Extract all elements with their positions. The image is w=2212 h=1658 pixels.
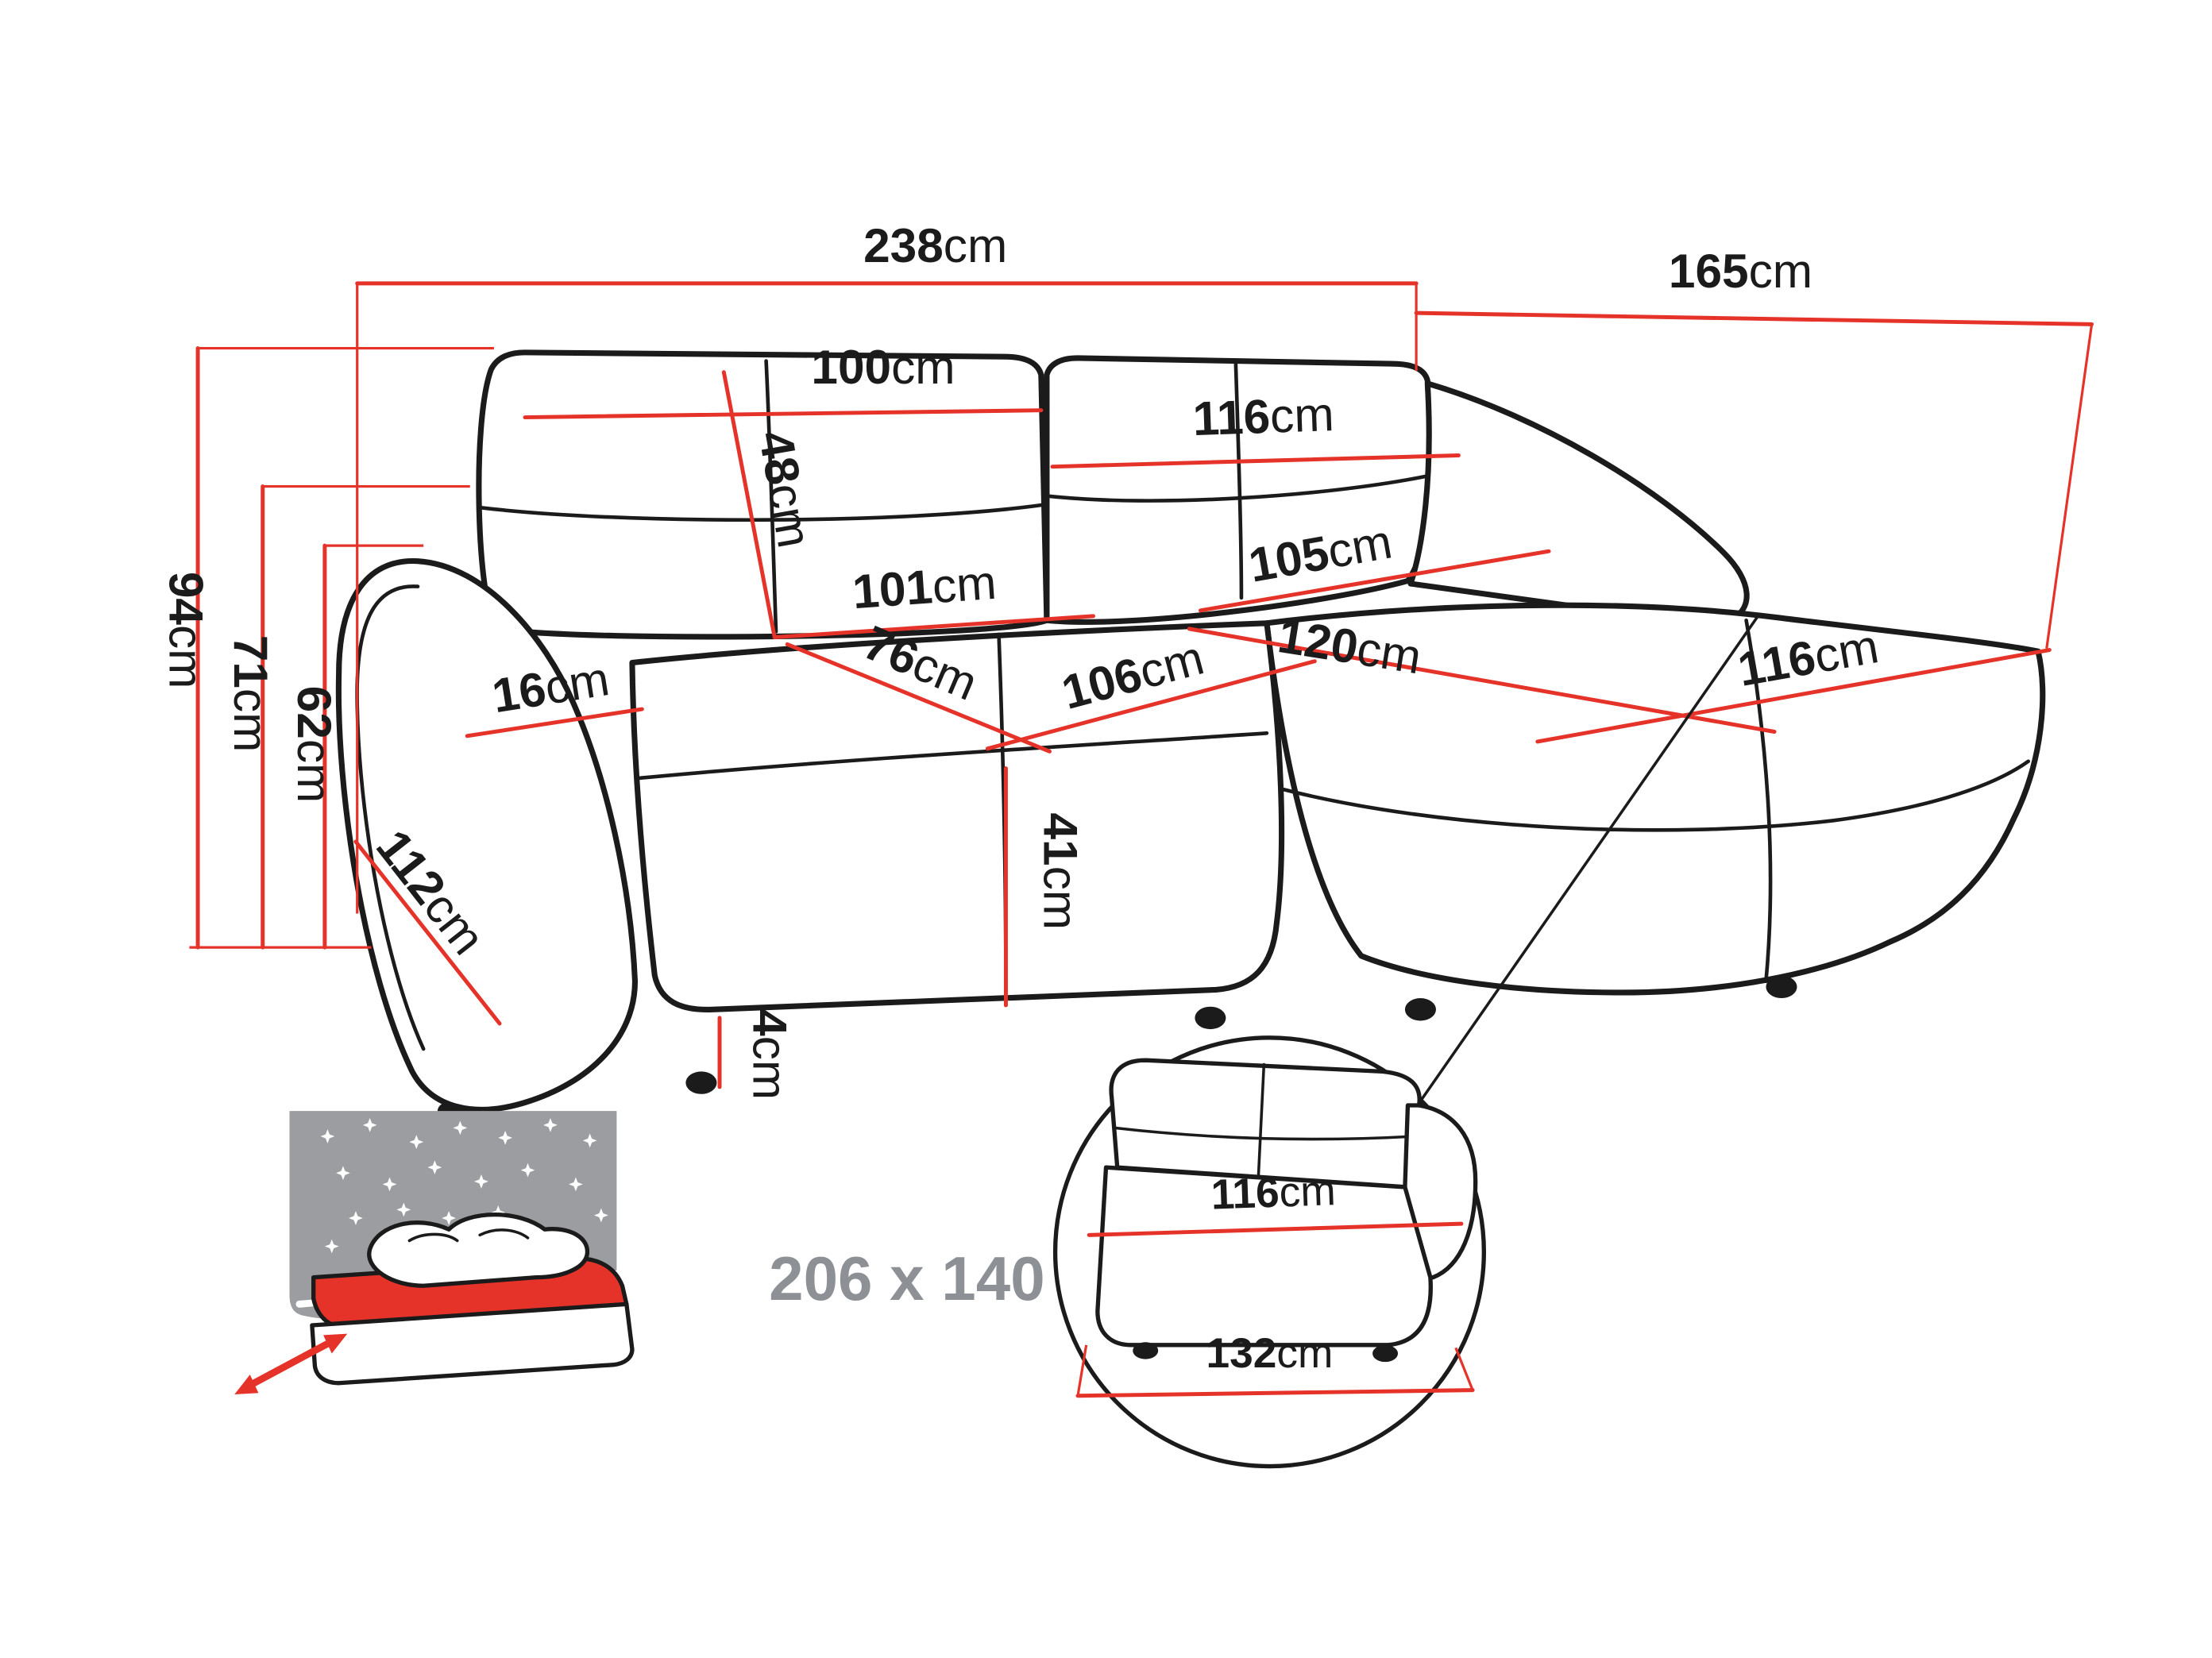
dimension-line-corner-seat-width <box>1198 549 1551 613</box>
bed-blanket-fold <box>407 1232 459 1243</box>
bed-base <box>310 1301 635 1386</box>
dimension-line-backrest-cushion-height <box>721 370 777 640</box>
dimension-line-chaise-front-width <box>1535 648 2052 744</box>
dim-label-right-backrest-width: 116cm <box>1192 387 1335 445</box>
sofa-backrest-left-seam-vertical <box>764 359 778 634</box>
bed-blanket <box>367 1212 590 1288</box>
sofa-foot <box>1404 998 1436 1021</box>
sofa-backrest-left-seam-horizontal <box>477 503 1046 522</box>
sofa-backrest-right-seam-horizontal <box>1048 474 1427 503</box>
dimension-line-seat-back-width <box>772 614 1096 640</box>
sofa-seat-front-crease <box>635 731 1269 781</box>
dim-label-leg-height: 4cm <box>743 1009 797 1100</box>
dim-label-module-back-width: 116cm <box>1210 1167 1337 1218</box>
detail-module-foot <box>1372 1344 1399 1363</box>
sofa-foot <box>685 1071 717 1094</box>
sofa-corner-wing <box>1407 380 1750 630</box>
dim-label-backrest-cushion-height: 48cm <box>749 426 823 551</box>
dimension-line-chaise-depth <box>1187 627 1777 734</box>
pullout-arrow-head <box>323 1333 348 1354</box>
dim-label-left-backrest-width: 100cm <box>811 340 955 394</box>
dimension-line-right-backrest-width <box>1050 453 1461 469</box>
pullout-arrow-head <box>234 1375 259 1394</box>
sofa-backrest-right-seam-vertical <box>1233 361 1244 600</box>
dim-label-chaise-front-width: 116cm <box>1734 619 1882 696</box>
sofa-seat <box>629 620 1285 1012</box>
dim-label-armrest-height: 62cm <box>288 686 342 804</box>
dim-label-chaise-depth: 120cm <box>1275 608 1426 684</box>
detail-module-backrest-seam <box>1257 1062 1266 1181</box>
sofa-backrest-left <box>476 349 1050 640</box>
detail-module-seat <box>1095 1165 1433 1348</box>
detail-module-backrest <box>1109 1058 1422 1190</box>
extension-line <box>1454 1347 1474 1391</box>
sofa-chaise-seam-horizontal <box>1281 759 2030 832</box>
detail-module-foot <box>1133 1342 1159 1359</box>
dimension-line-module-back-width <box>1087 1221 1464 1237</box>
sofa-armrest-left <box>335 558 639 1112</box>
detail-module-backrest-seam <box>1113 1126 1415 1141</box>
dim-label-corner-seat-width: 105cm <box>1245 514 1396 592</box>
dim-label-seat-back-width: 101cm <box>851 555 998 619</box>
extension-line <box>1076 1344 1088 1397</box>
sofa-chaise-seam-vertical <box>1744 618 1773 984</box>
dimension-line-seat-depth <box>785 642 1052 754</box>
sofa-chaise <box>1264 602 2046 996</box>
dim-label-backrest-height: 71cm <box>224 635 278 753</box>
sleeping-function-icon: 206 x 140 <box>234 1111 1045 1394</box>
pullout-arrow-shaft <box>248 1338 334 1388</box>
dim-label-total-height: 94cm <box>160 572 214 689</box>
dimension-lines <box>189 281 2094 1089</box>
dim-label-seat-front-height: 41cm <box>1033 812 1087 930</box>
sofa-drawing <box>335 349 2046 1121</box>
extension-line <box>2045 324 2094 649</box>
dim-label-total-depth: 165cm <box>1669 244 1812 298</box>
dimension-line-total-depth <box>1414 310 2094 326</box>
bed-blanket-fold <box>478 1228 530 1240</box>
dim-label-module-total-width: 132cm <box>1206 1330 1334 1377</box>
detail-leader-line <box>1419 613 1761 1103</box>
dimension-line-module-total-width <box>1075 1388 1475 1398</box>
sofa-foot <box>1195 1006 1226 1030</box>
detail-module-armrest <box>1403 1103 1478 1282</box>
dim-label-armrest-top-width: 16cm <box>488 651 612 723</box>
sleeping-area-label: 206 x 140 <box>769 1244 1045 1313</box>
detail-view: 116cm 132cm <box>1052 613 1761 1469</box>
dimension-line-armrest-length <box>353 839 502 1026</box>
dimension-line-seat-front-width <box>985 659 1317 751</box>
dim-label-overall-width: 238cm <box>863 218 1007 272</box>
dimension-line-left-backrest-width <box>523 408 1044 420</box>
dimension-line-armrest-top-width <box>465 707 644 738</box>
